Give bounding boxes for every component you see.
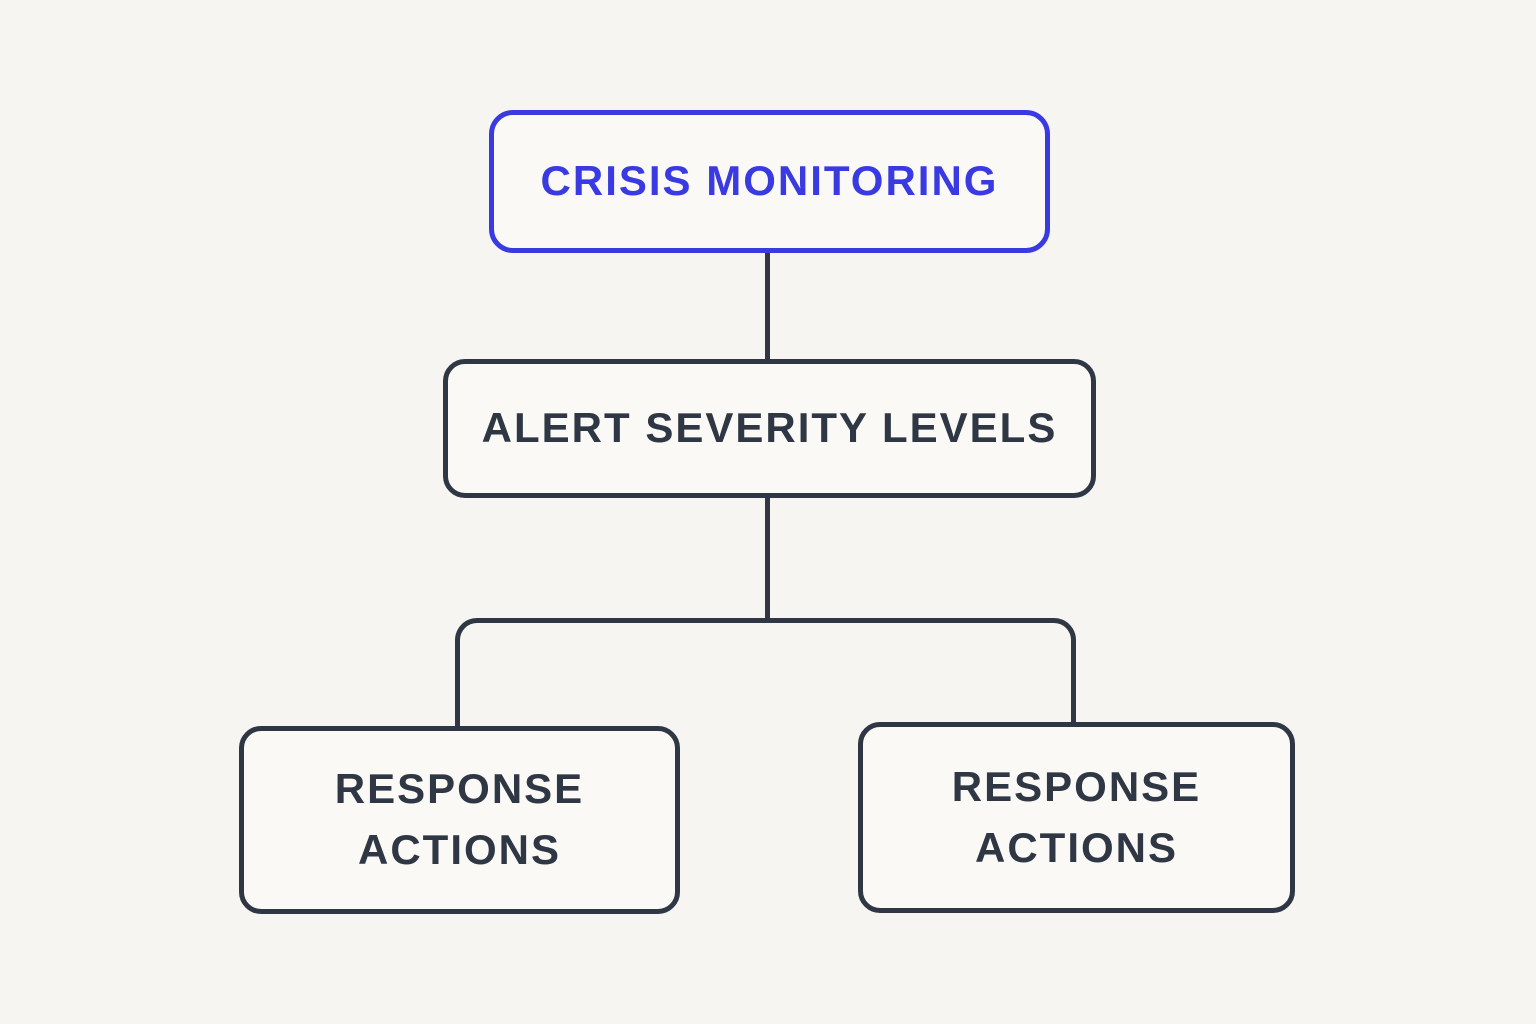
node-alert-severity-levels-label: ALERT SEVERITY LEVELS	[481, 404, 1058, 452]
node-alert-severity-levels: ALERT SEVERITY LEVELS	[443, 359, 1096, 498]
node-response-actions-left: RESPONSE ACTIONS	[239, 726, 680, 914]
node-response-actions-left-label: RESPONSE ACTIONS	[334, 765, 585, 873]
edge-severity-to-branch	[765, 495, 770, 621]
node-crisis-monitoring: CRISIS MONITORING	[489, 110, 1050, 253]
node-response-actions-right: RESPONSE ACTIONS	[858, 722, 1295, 913]
edge-root-to-severity	[765, 250, 770, 362]
node-response-actions-right-label: RESPONSE ACTIONS	[951, 762, 1202, 871]
edge-branch-to-responses	[455, 618, 1076, 728]
node-crisis-monitoring-label: CRISIS MONITORING	[540, 157, 999, 205]
